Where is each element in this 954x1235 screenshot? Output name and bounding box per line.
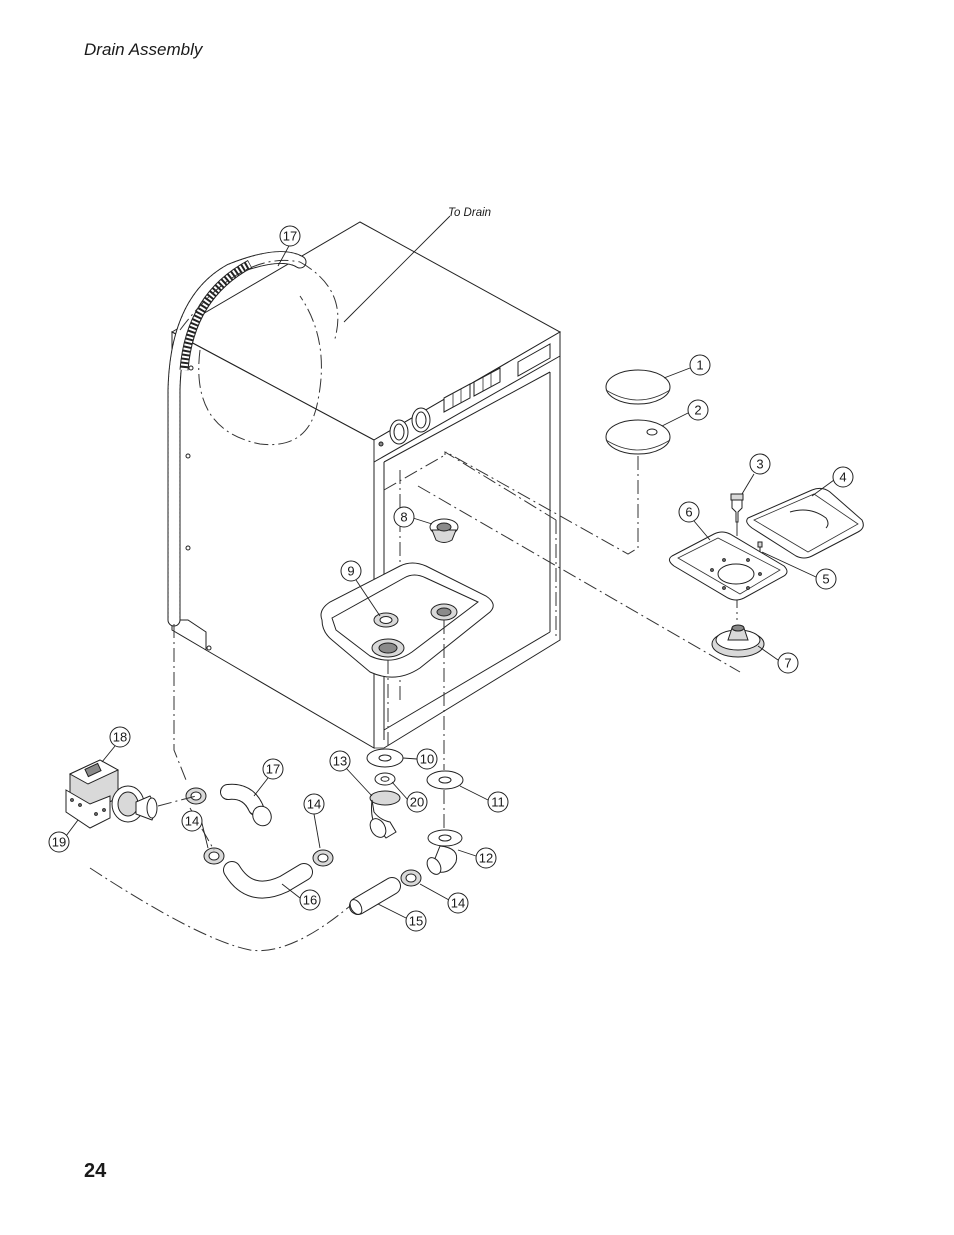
svg-text:14: 14 [451, 896, 465, 911]
callout-15: 15 [377, 903, 427, 932]
drain-hose-loop: To Drain [167, 207, 491, 627]
svg-text:17: 17 [283, 229, 297, 244]
part-14-hose-clamps [185, 787, 422, 887]
callout-6: 6 [678, 501, 711, 541]
svg-text:3: 3 [756, 457, 763, 472]
svg-text:12: 12 [479, 851, 493, 866]
svg-text:16: 16 [303, 893, 317, 908]
callout-11: 11 [459, 785, 509, 813]
svg-text:20: 20 [410, 795, 424, 810]
callout-14-b: 14 [303, 793, 325, 849]
part-20-washer [374, 772, 396, 786]
svg-text:19: 19 [52, 835, 66, 850]
callout-20: 20 [391, 781, 428, 813]
callout-17-top: 17 [277, 225, 301, 267]
svg-text:14: 14 [185, 814, 199, 829]
part-4-gasket-plate [746, 487, 864, 559]
part-15-hose [349, 877, 401, 915]
part-8-strainer [429, 518, 459, 543]
part-1-cover-disc [605, 369, 671, 405]
to-drain-note: To Drain [448, 207, 491, 219]
part-3-pin [730, 493, 744, 523]
part-19-pump-bracket [65, 789, 111, 829]
page-number: 24 [84, 1160, 107, 1182]
callout-8: 8 [393, 506, 433, 528]
callout-17-bottom: 17 [253, 758, 284, 797]
page-title: Drain Assembly [84, 40, 203, 59]
callout-10: 10 [402, 748, 438, 770]
svg-text:7: 7 [784, 656, 791, 671]
part-6-mounting-plate [668, 531, 788, 601]
callout-12: 12 [457, 847, 497, 869]
callout-3: 3 [741, 453, 771, 495]
callout-5: 5 [761, 551, 837, 590]
callout-14-a: 14 [181, 810, 209, 849]
lower-hidden-lines [89, 620, 445, 952]
svg-text:5: 5 [822, 572, 829, 587]
svg-text:2: 2 [694, 403, 701, 418]
svg-text:15: 15 [409, 914, 423, 929]
svg-text:17: 17 [266, 762, 280, 777]
svg-text:11: 11 [491, 795, 505, 810]
callout-14-c: 14 [419, 883, 469, 914]
callout-18: 18 [101, 726, 131, 763]
callout-4: 4 [811, 466, 854, 497]
part-10-washer [366, 748, 404, 768]
part-13-elbow [369, 790, 401, 839]
svg-text:6: 6 [685, 505, 692, 520]
part-11-washer [426, 770, 464, 790]
svg-text:9: 9 [347, 564, 354, 579]
part-18-drain-pump [68, 759, 158, 823]
part-2-disc-with-hole [605, 419, 671, 455]
callout-16: 16 [281, 883, 321, 911]
part-7-flange [711, 624, 765, 658]
svg-text:4: 4 [839, 470, 846, 485]
callout-1: 1 [663, 354, 711, 379]
part-16-hose [223, 861, 313, 899]
svg-text:10: 10 [420, 752, 434, 767]
callout-2: 2 [661, 399, 709, 427]
svg-text:1: 1 [696, 358, 703, 373]
part-12-elbow [426, 829, 463, 875]
part-17-corrugated-hose [220, 783, 272, 827]
svg-text:14: 14 [307, 797, 321, 812]
svg-text:13: 13 [333, 754, 347, 769]
callout-7: 7 [757, 645, 799, 674]
callout-9: 9 [340, 560, 381, 617]
callout-13: 13 [329, 750, 373, 797]
svg-text:8: 8 [400, 510, 407, 525]
callout-19: 19 [48, 819, 79, 853]
svg-text:18: 18 [113, 730, 127, 745]
